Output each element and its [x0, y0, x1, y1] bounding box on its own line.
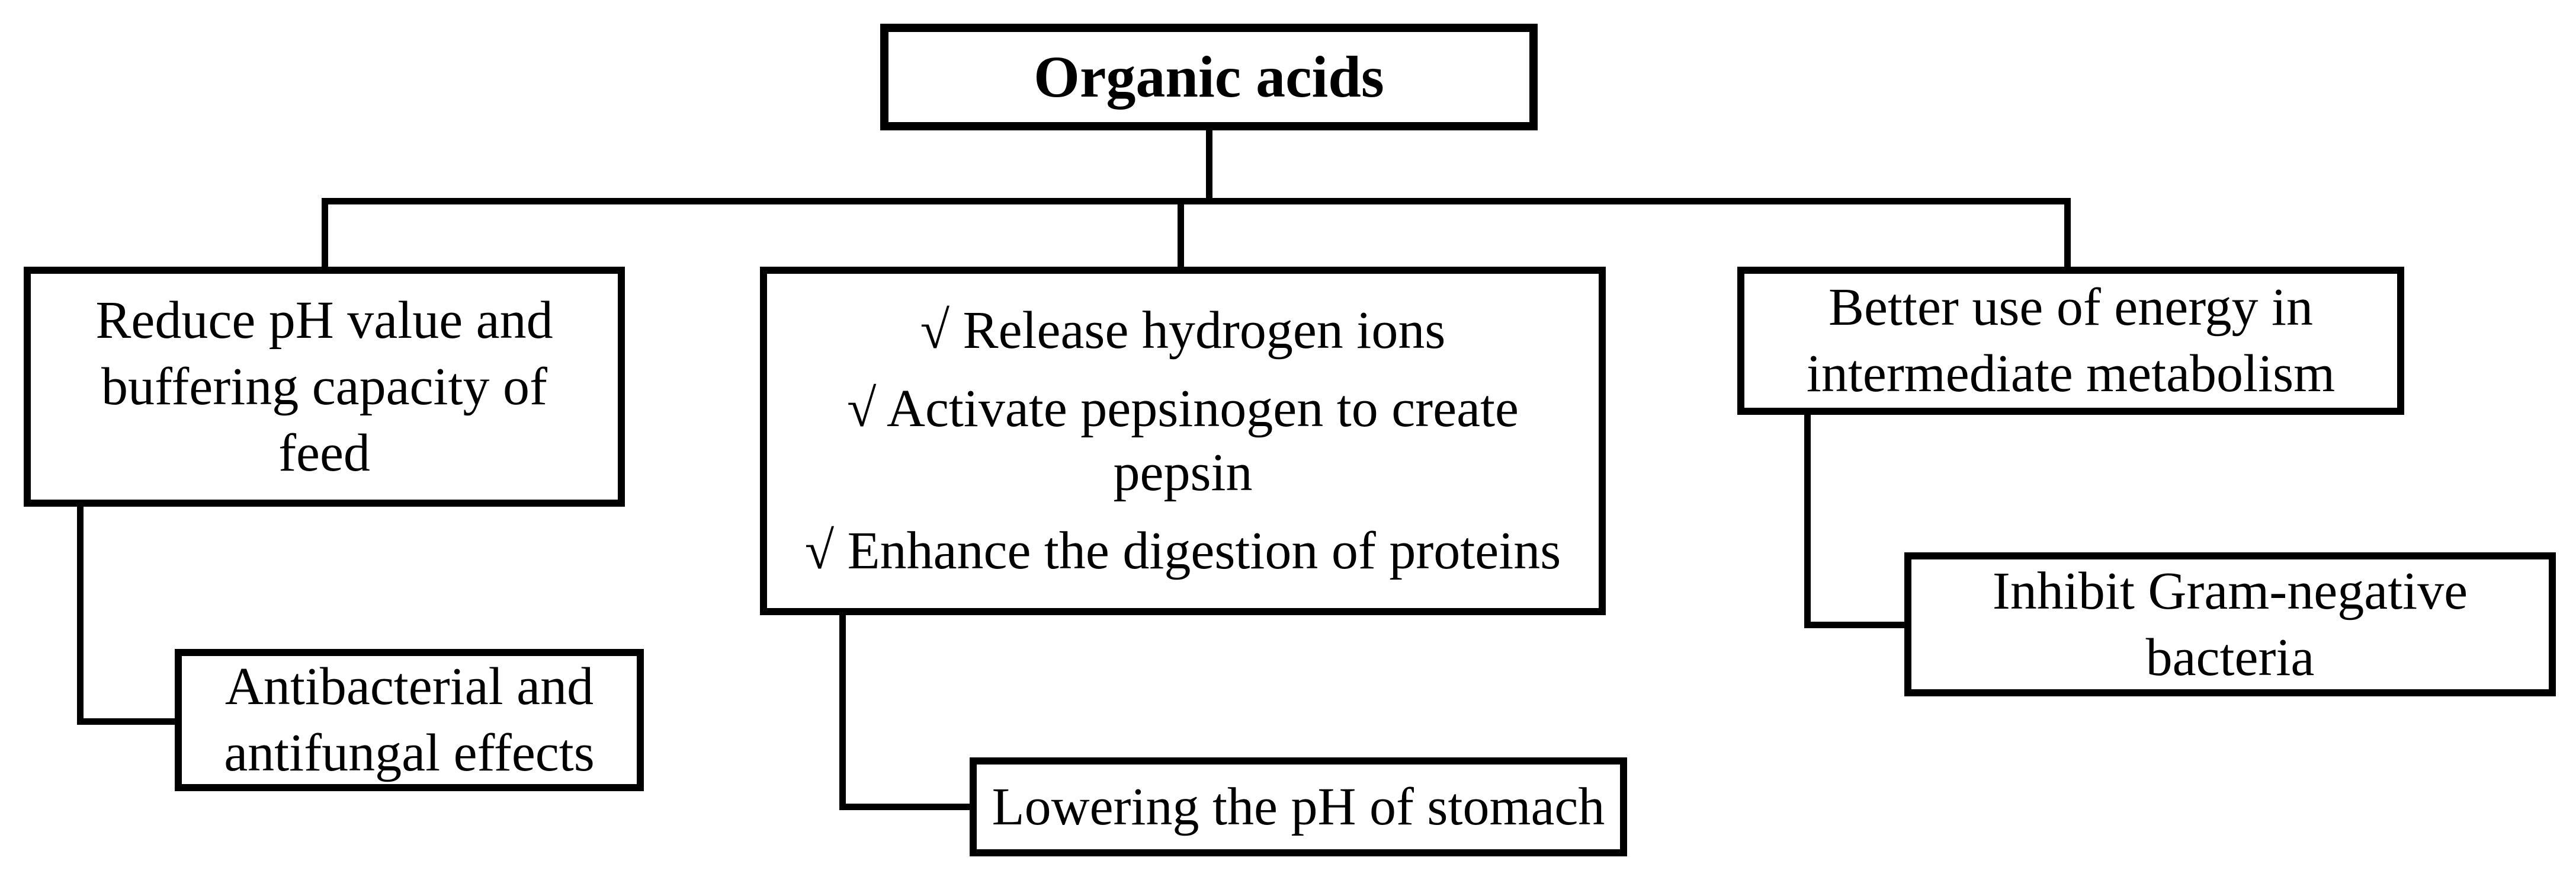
connector-drop-middle: [1178, 198, 1184, 273]
child-box-text-line: Antibacterial and: [224, 657, 594, 716]
child-box-inhibit-bacteria: Inhibit Gram-negative bacteria: [1904, 552, 2556, 696]
bullet-item: √ Activate pepsinogen to create pepsin: [847, 377, 1519, 505]
connector-drop-left: [322, 198, 328, 273]
connector-left-elbow-horizontal: [77, 718, 179, 725]
branch-box-energy-metabolism: Better use of energy in intermediate met…: [1737, 267, 2404, 415]
bullet-item: √ Release hydrogen ions: [920, 299, 1446, 363]
connector-left-elbow-vertical: [77, 503, 84, 725]
branch-box-text-line: buffering capacity of: [101, 357, 547, 416]
connector-middle-elbow-horizontal: [839, 804, 974, 810]
child-box-lowering-ph: Lowering the pH of stomach: [970, 757, 1627, 856]
child-box-antibacterial: Antibacterial and antifungal effects: [175, 649, 644, 791]
connector-drop-right: [2064, 198, 2071, 273]
branch-box-hydrogen-ions: √ Release hydrogen ions √ Activate pepsi…: [760, 267, 1606, 615]
bullet-line: √ Release hydrogen ions: [920, 301, 1446, 360]
branch-box-reduce-ph: Reduce pH value and buffering capacity o…: [24, 267, 625, 507]
branch-box-text-line: Better use of energy in: [1828, 278, 2314, 337]
child-box-text-line: Inhibit Gram-negative: [1992, 561, 2468, 620]
child-box-text-line: antifungal effects: [224, 724, 595, 782]
root-box-label: Organic acids: [1034, 44, 1384, 110]
root-box-organic-acids: Organic acids: [880, 24, 1538, 130]
child-box-text-line: Lowering the pH of stomach: [992, 777, 1605, 836]
branch-box-text-line: intermediate metabolism: [1806, 344, 2336, 403]
connector-middle-elbow-vertical: [839, 610, 846, 810]
connector-right-elbow-vertical: [1804, 410, 1811, 628]
connector-main-rail: [322, 198, 2071, 204]
branch-box-text-line: Reduce pH value and: [95, 290, 553, 350]
child-box-text-line: bacteria: [2145, 628, 2315, 687]
bullet-line: √ Enhance the digestion of proteins: [804, 522, 1561, 580]
connector-root-stub: [1206, 124, 1212, 204]
branch-box-text-line: feed: [278, 423, 370, 482]
bullet-item: √ Enhance the digestion of proteins: [805, 519, 1561, 583]
connector-right-elbow-horizontal: [1804, 622, 1909, 628]
bullet-line: √ Activate pepsinogen to create: [847, 379, 1519, 438]
bullet-line: pepsin: [1113, 443, 1253, 502]
